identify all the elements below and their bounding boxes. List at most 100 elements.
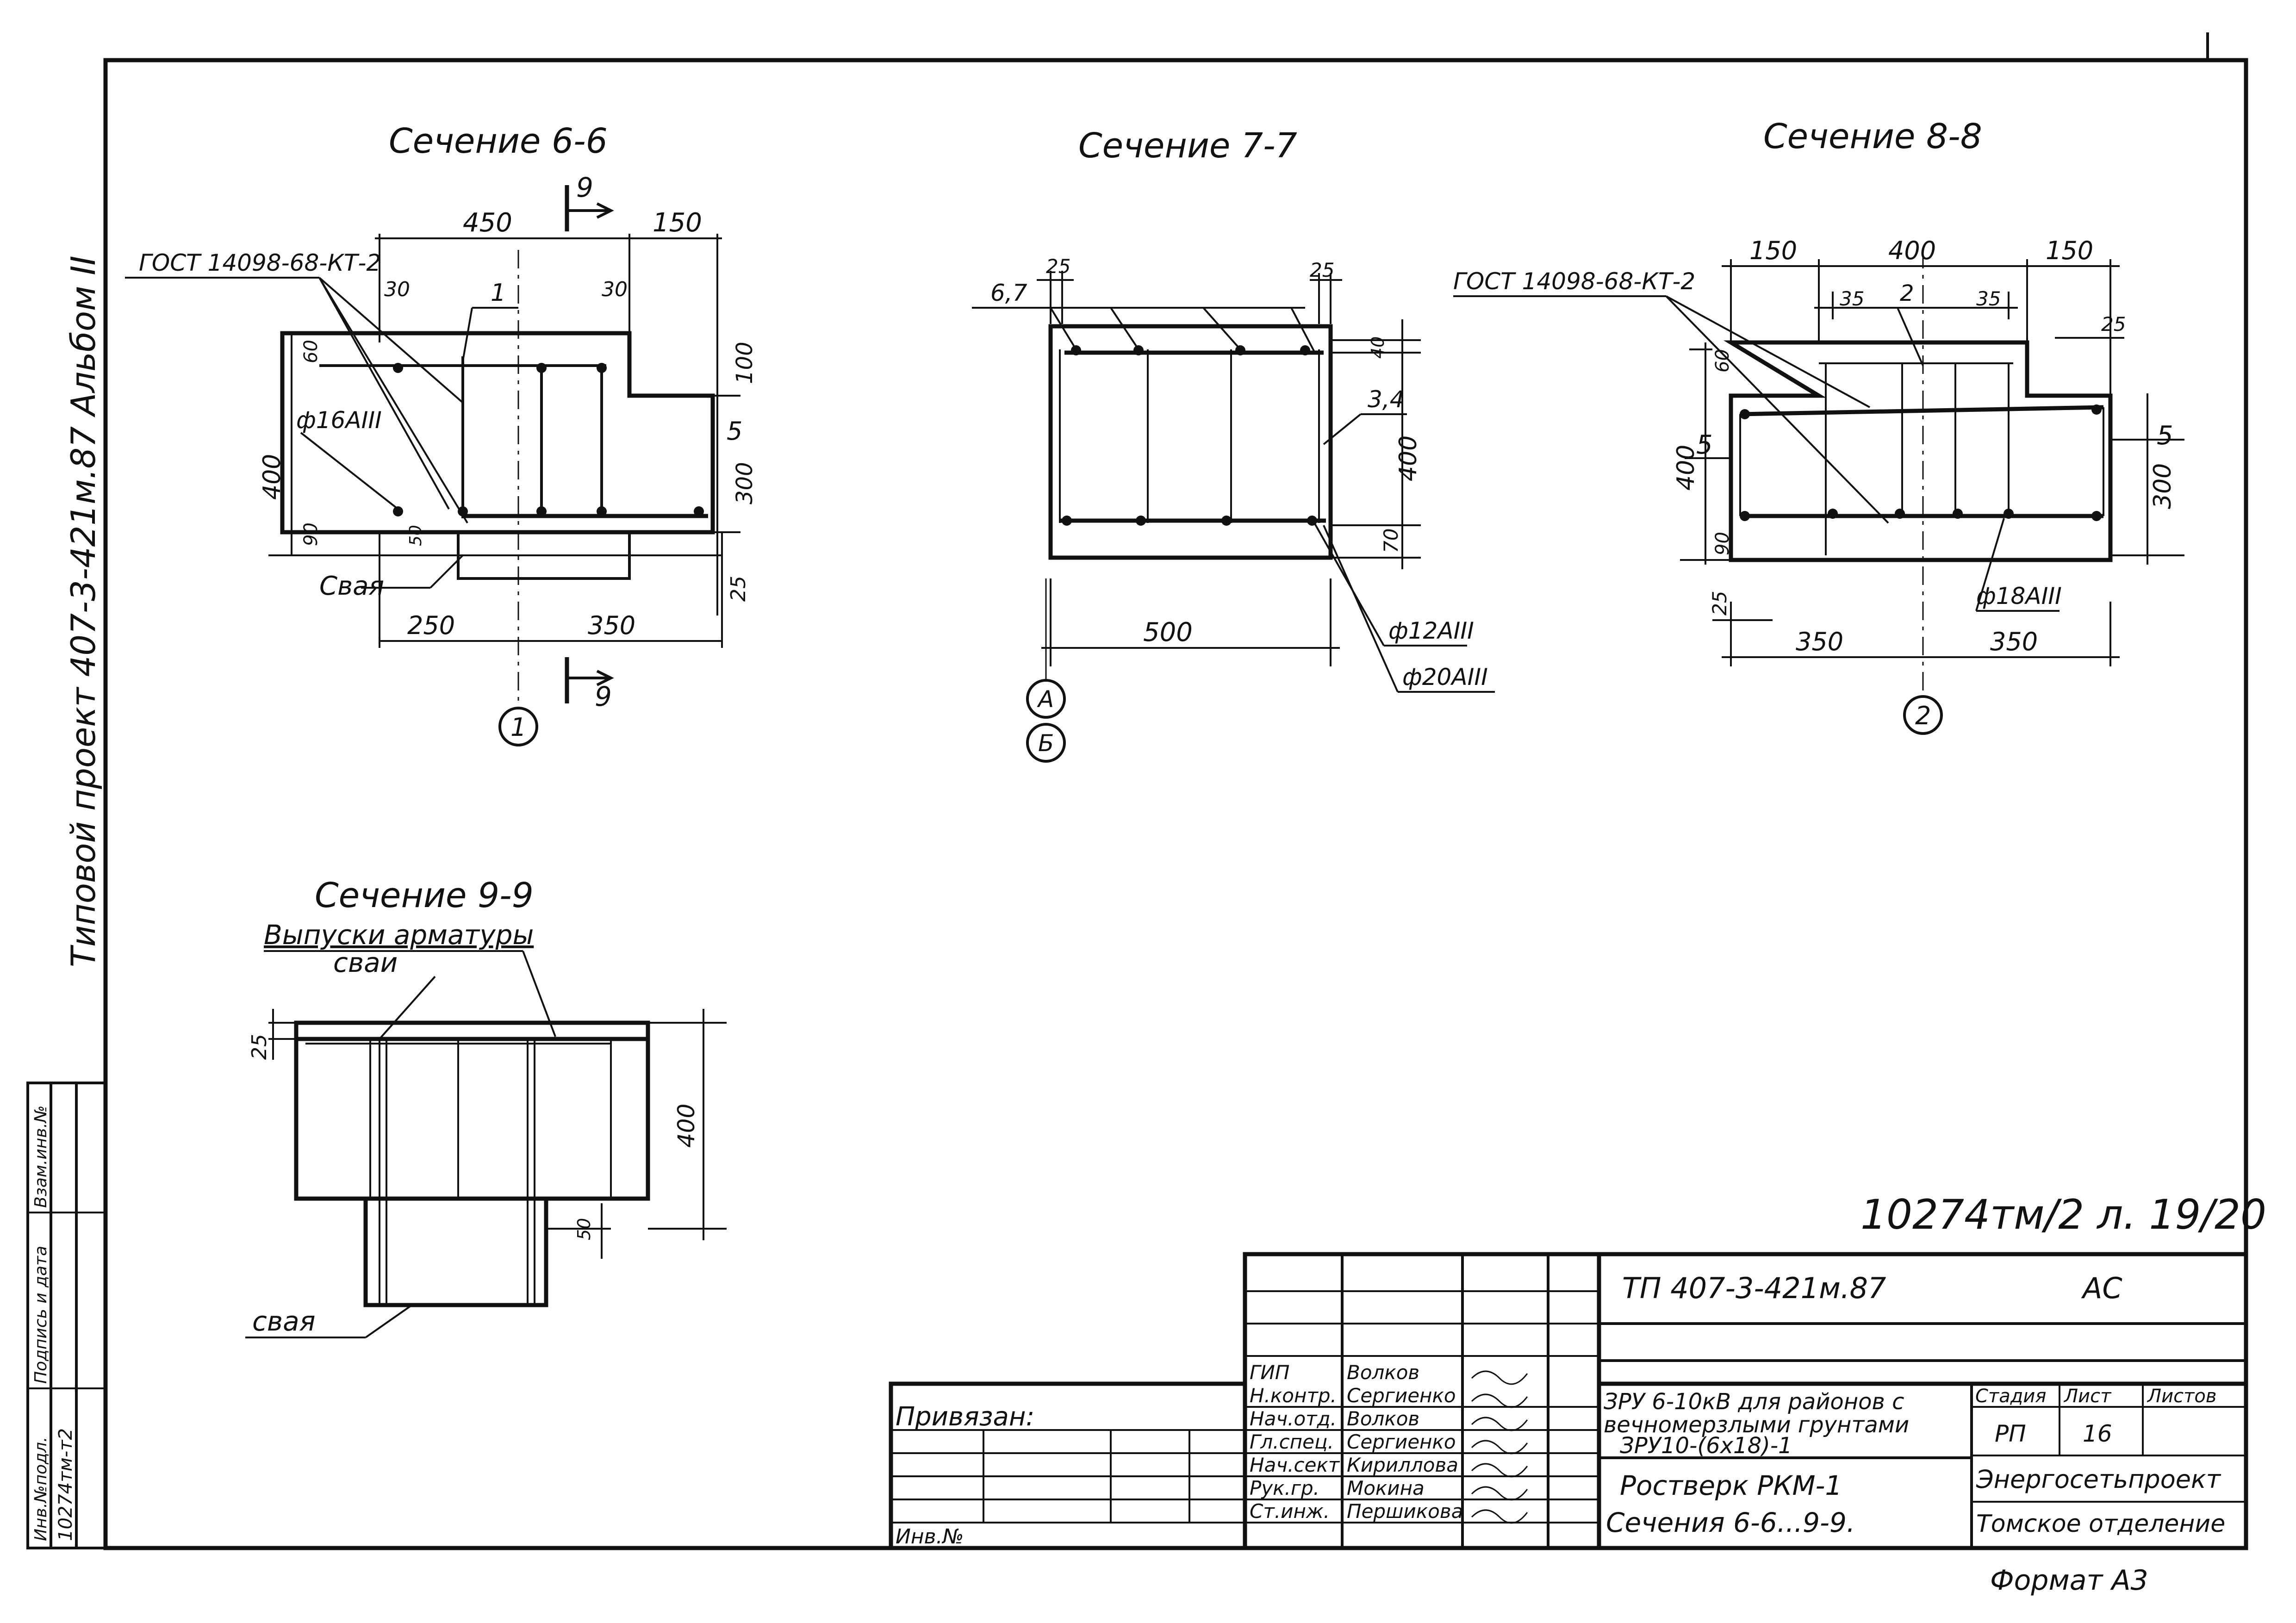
tb-name-2: Волков	[1347, 1407, 1419, 1430]
dim-6-6-250: 250	[407, 611, 455, 640]
dim-9-9-50: 50	[574, 1218, 594, 1240]
dim-6-6-100: 100	[732, 342, 758, 384]
rebar-7-7-1: ф12АIII	[1388, 617, 1474, 644]
tb-desc-1: ЗРУ 6-10кВ для районов с	[1604, 1389, 1904, 1415]
dim-8-8-400v: 400	[1672, 445, 1700, 491]
dim-8-8-300: 300	[2149, 463, 2177, 509]
tb-name-6: Першикова	[1347, 1500, 1463, 1523]
pos-7-7-top: 6,7	[990, 280, 1027, 306]
dim-7-7-40: 40	[1368, 336, 1388, 359]
tb-role-2: Нач.отд.	[1250, 1407, 1337, 1430]
tb-drawing-2: Сечения 6-6...9-9.	[1606, 1507, 1855, 1538]
tb-desc-3: ЗРУ10-(6х18)-1	[1620, 1433, 1792, 1459]
dim-8-8-25top: 25	[2101, 313, 2126, 336]
section-8-8-outline	[1723, 340, 2113, 562]
pile-9-9	[363, 1196, 548, 1307]
format-label: Формат А3	[1990, 1564, 2148, 1597]
tb-bound: Привязан:	[896, 1402, 1034, 1432]
tb-desc-2: вечномерзлыми грунтами	[1604, 1412, 1909, 1438]
album-label: Типовой проект 407-3-421м.87 Альбом II	[64, 255, 103, 967]
section-9-9-title: Сечение 9-9	[315, 876, 534, 915]
dim-8-8-150a: 150	[1749, 236, 1797, 265]
dim-7-7-25b: 25	[1310, 259, 1334, 281]
dim-6-6-5: 5	[727, 417, 742, 446]
dim-6-6-350: 350	[588, 611, 635, 640]
pile-label-6-6: Свая	[319, 571, 384, 601]
axis-b-label: Б	[1038, 730, 1054, 757]
section-6-6-title: Сечение 6-6	[389, 121, 608, 161]
dim-6-6-25: 25	[727, 576, 750, 602]
gost-8-8: ГОСТ 14098-68-КТ-2	[1453, 268, 1695, 295]
cut-9-top: 9	[576, 172, 593, 203]
section-8-8: Сечение 8-8 150 400 150 35 35 2	[1453, 117, 2184, 735]
pos-8-8-left: 5	[1696, 430, 1713, 460]
dim-6-6-60: 60	[300, 340, 322, 363]
title-block: ТП 407-3-421м.87 АС Привязан: Инв.№ ГИП …	[889, 1252, 2248, 1550]
tb-role-5: Рук.гр.	[1250, 1477, 1319, 1499]
dim-6-6-300: 300	[732, 462, 758, 504]
dim-7-7-25a: 25	[1046, 255, 1070, 278]
cut-9-bottom: 9	[595, 681, 612, 712]
dim-8-8-35a: 35	[1840, 287, 1864, 310]
tb-role-1: Н.контр.	[1250, 1384, 1337, 1407]
section-9-9: Сечение 9-9 Выпуски арматуры сваи 25 400…	[245, 876, 727, 1338]
stamp-inv-value: 10274тм-т2	[55, 1428, 76, 1541]
tb-name-0: Волков	[1347, 1361, 1419, 1384]
axis-1-marker	[498, 707, 538, 746]
dim-8-8-5: 5	[2157, 421, 2173, 451]
dim-6-6-90: 90	[300, 522, 322, 546]
section-6-6: Сечение 6-6 450 150 30 30 60	[125, 121, 758, 746]
pos-8-8-top: 2	[1900, 280, 1914, 306]
tb-name-3: Сергиенко	[1347, 1430, 1456, 1453]
rebar-6-6: ф16АIII	[296, 407, 382, 434]
dim-8-8-400: 400	[1888, 236, 1936, 265]
dim-6-6-50: 50	[406, 525, 425, 546]
axis-a-label: А	[1037, 686, 1054, 713]
dim-8-8-90: 90	[1712, 532, 1733, 555]
stamp-cell-inv: Инв.№подл.	[31, 1437, 50, 1541]
dim-6-6-30b: 30	[602, 278, 628, 301]
dim-8-8-150b: 150	[2046, 236, 2093, 265]
signatures	[1471, 1370, 1528, 1524]
dim-8-8-35b: 35	[1976, 287, 2001, 310]
tb-inv-label: Инв.№	[896, 1525, 964, 1548]
tb-stage: РП	[1995, 1420, 2026, 1447]
tb-sheet-label: Лист	[2063, 1386, 2112, 1407]
sheet-number: 10274тм/2 л. 19/20	[1860, 1191, 2266, 1238]
dim-7-7-500: 500	[1143, 617, 1193, 647]
axis-b-marker	[1026, 723, 1066, 763]
tb-role-3: Гл.спец.	[1250, 1430, 1334, 1453]
tb-name-4: Кириллова	[1347, 1454, 1458, 1476]
tb-name-1: Сергиенко	[1347, 1384, 1456, 1407]
dim-8-8-350b: 350	[1990, 627, 2038, 656]
tb-role-6: Ст.инж.	[1250, 1500, 1330, 1523]
tb-stage-label: Стадия	[1975, 1386, 2046, 1407]
note-9-9-line2: сваи	[333, 947, 398, 978]
section-7-7-title: Сечение 7-7	[1078, 126, 1297, 166]
tb-sheets-label: Листов	[2147, 1386, 2216, 1407]
pos-6-6: 1	[491, 279, 506, 307]
dim-8-8-25bottom: 25	[1708, 591, 1731, 616]
tb-code: ТП 407-3-421м.87	[1622, 1271, 1886, 1305]
tb-drawing-1: Ростверк РКМ-1	[1620, 1470, 1842, 1501]
dim-6-6-450: 450	[463, 208, 512, 238]
dim-6-6-400: 400	[258, 454, 286, 500]
stamp-cell-replace: Взам.инв.№	[31, 1105, 50, 1208]
dim-6-6-30a: 30	[384, 278, 410, 301]
note-9-9-line1: Выпуски арматуры	[264, 919, 534, 951]
pos-7-7-side: 3,4	[1368, 386, 1405, 413]
tb-role-4: Нач.сект.	[1250, 1454, 1346, 1476]
dim-6-6-150: 150	[653, 208, 702, 238]
axis-2-marker	[1903, 695, 1943, 735]
dim-7-7-70: 70	[1380, 529, 1402, 553]
section-9-9-outline	[294, 1020, 650, 1201]
dim-9-9-25: 25	[248, 1034, 271, 1060]
section-8-8-title: Сечение 8-8	[1763, 117, 1982, 156]
gost-6-6: ГОСТ 14098-68-КТ-2	[139, 249, 381, 276]
tb-org-1: Энергосетьпроект	[1976, 1465, 2221, 1494]
section-7-7-outline	[1048, 324, 1333, 560]
dim-7-7-400: 400	[1394, 435, 1422, 481]
section-7-7: Сечение 7-7 25 25 40 400 70	[972, 126, 1495, 763]
tb-org-2: Томское отделение	[1976, 1510, 2225, 1538]
